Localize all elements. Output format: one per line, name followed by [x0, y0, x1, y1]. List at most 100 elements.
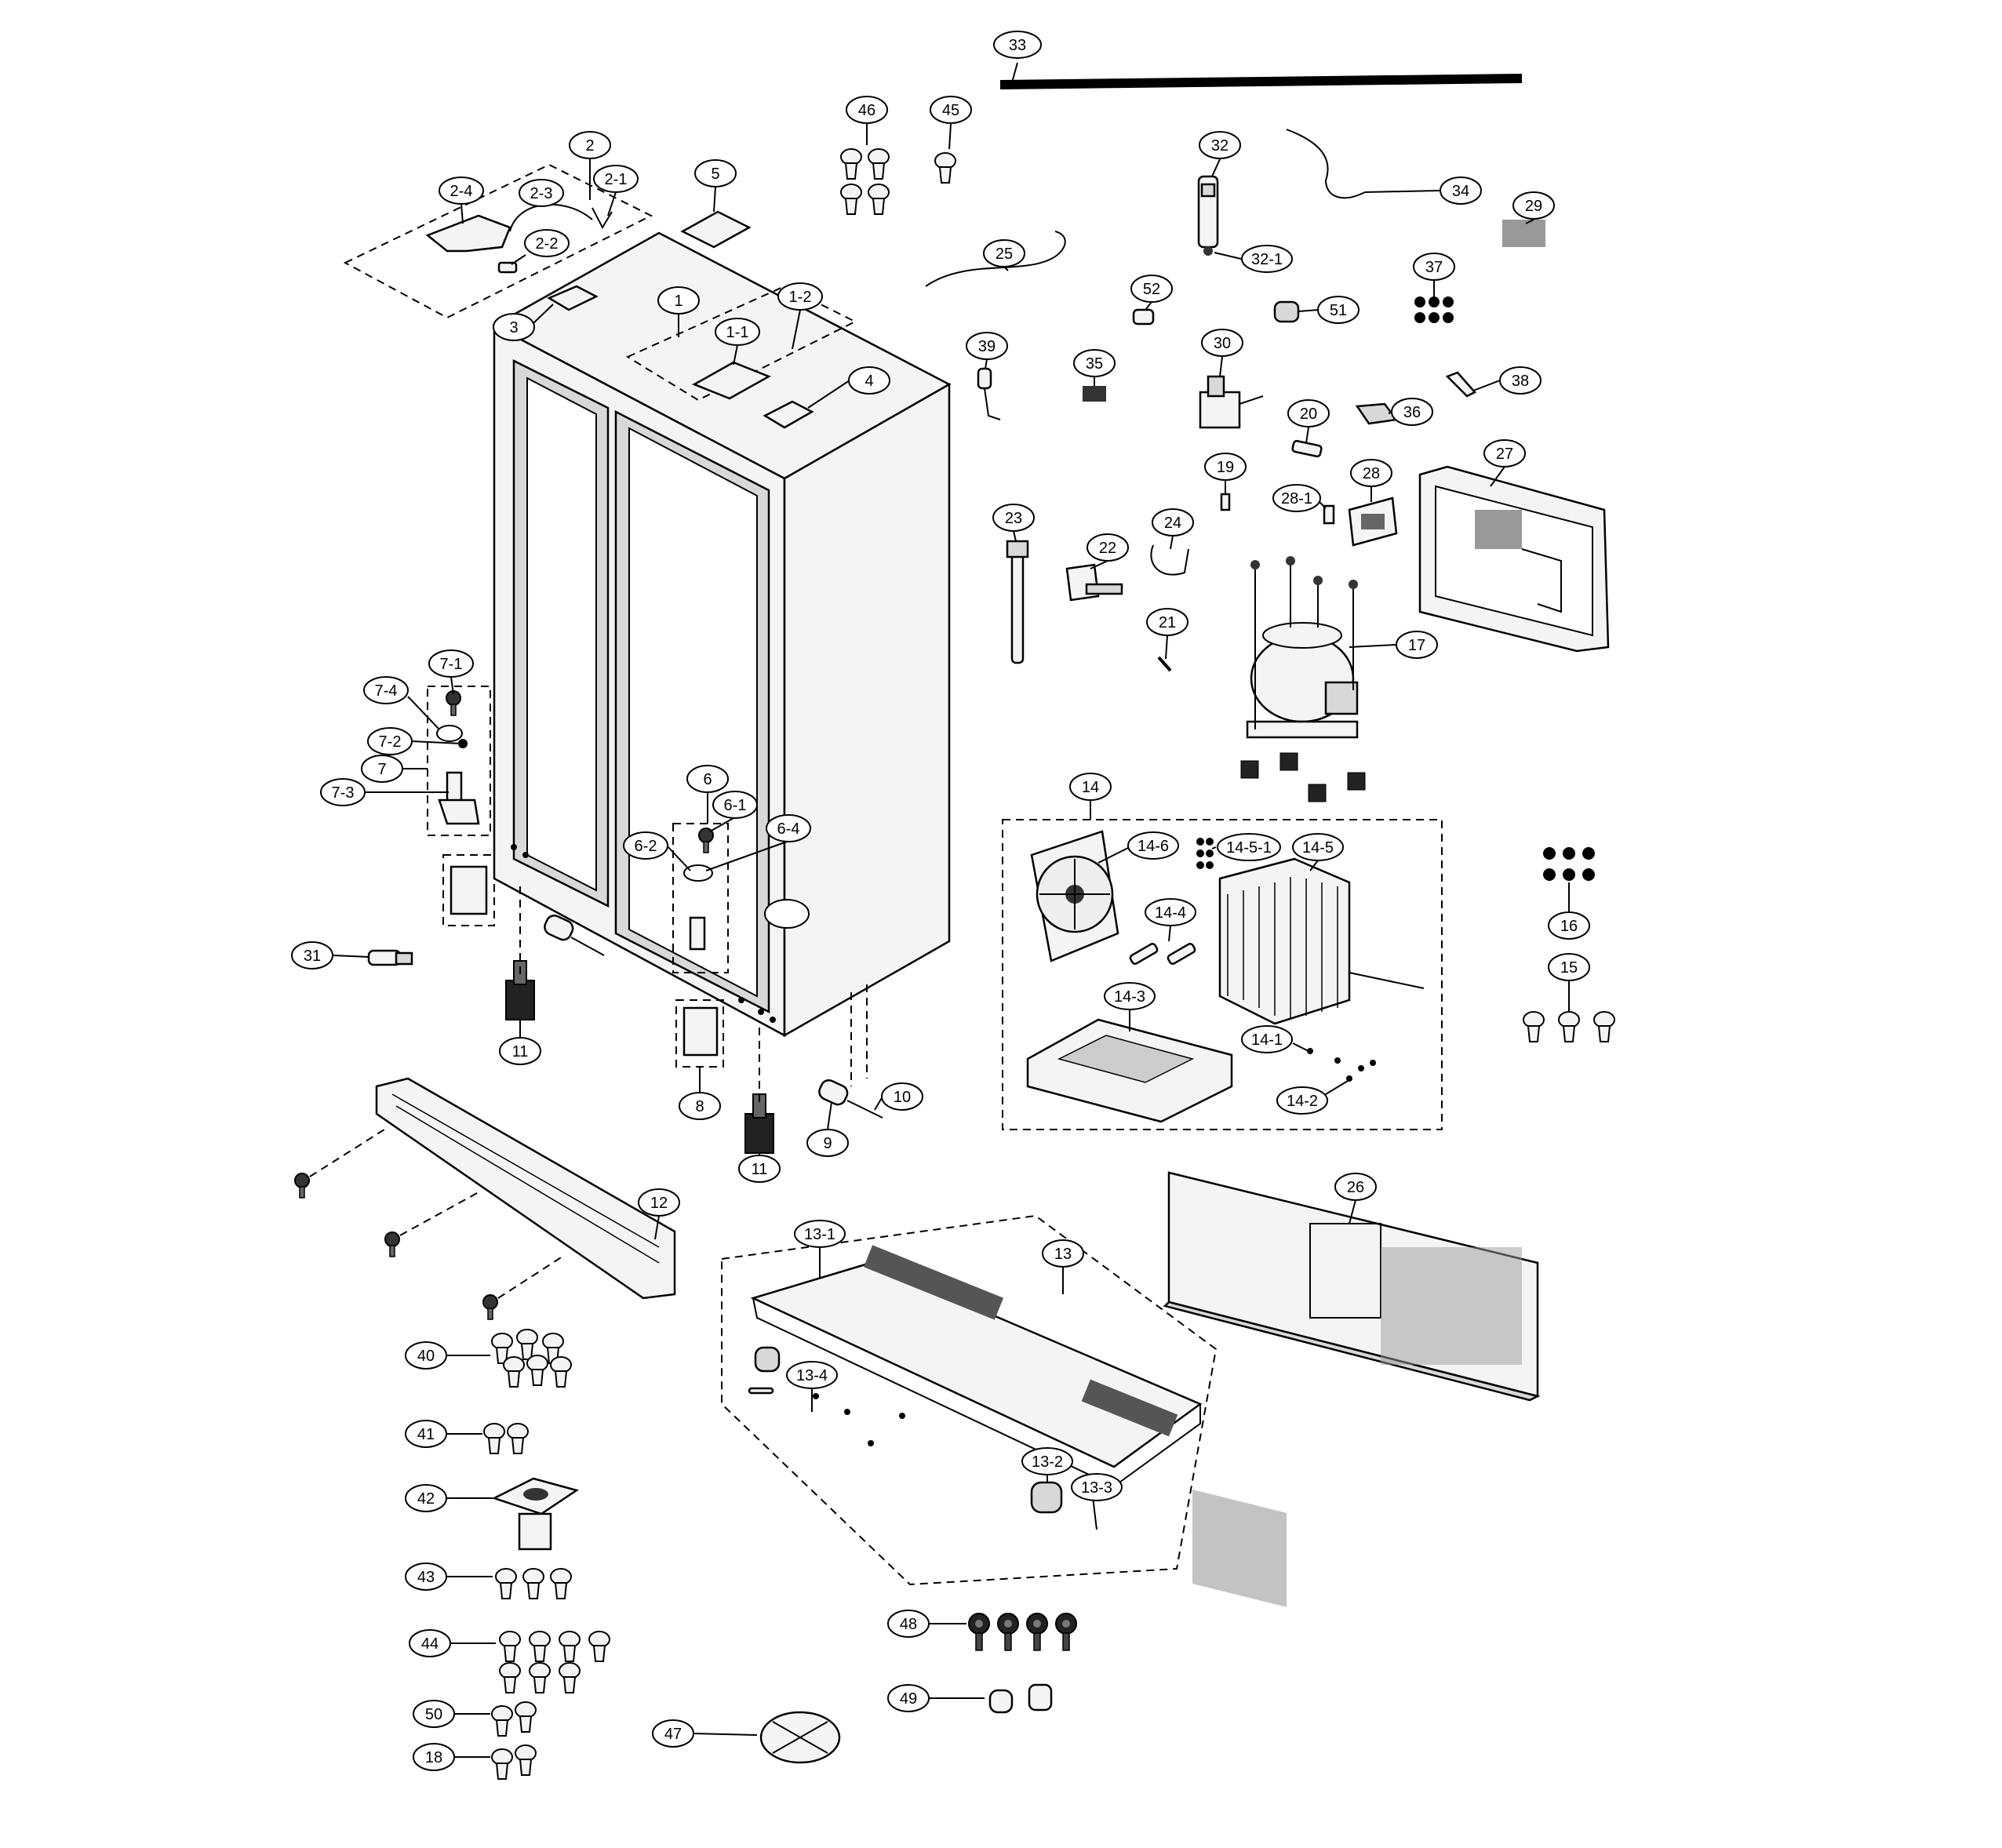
part-41-screws	[483, 1423, 529, 1454]
svg-text:14-2: 14-2	[1287, 1093, 1318, 1110]
svg-text:37: 37	[1425, 259, 1443, 276]
callout-32: 32	[1199, 131, 1241, 159]
callout-14-2: 14-2	[1276, 1086, 1328, 1115]
callout-2-4: 2-4	[439, 176, 484, 205]
callout-14-1: 14-1	[1241, 1025, 1293, 1053]
svg-text:42: 42	[417, 1490, 435, 1508]
callout-37: 37	[1413, 253, 1455, 281]
svg-text:13-2: 13-2	[1032, 1453, 1063, 1471]
part-14-5-evaporator	[1218, 857, 1425, 1025]
part-48-bolts	[968, 1613, 1077, 1651]
svg-text:2-3: 2-3	[530, 185, 553, 202]
part-50-screws	[491, 1701, 537, 1737]
part-2-3-wire	[509, 203, 593, 232]
part-1-1-cover	[692, 361, 771, 400]
svg-text:34: 34	[1452, 183, 1469, 200]
part-32-water-tank	[1197, 175, 1219, 256]
part-13-base-plate	[721, 1214, 1218, 1586]
svg-text:13-3: 13-3	[1081, 1479, 1112, 1497]
group-box-14	[1002, 819, 1443, 1130]
svg-text:33: 33	[1009, 37, 1026, 54]
svg-text:8: 8	[695, 1098, 704, 1115]
part-37-bolts	[1414, 296, 1454, 323]
svg-text:2-4: 2-4	[450, 183, 473, 200]
svg-text:18: 18	[425, 1749, 442, 1766]
callout-14-5-1: 14-5-1	[1217, 833, 1281, 861]
callout-15: 15	[1548, 953, 1590, 981]
svg-text:25: 25	[996, 246, 1013, 263]
svg-text:6-4: 6-4	[777, 820, 800, 838]
callout-17: 17	[1396, 631, 1438, 659]
svg-text:13-1: 13-1	[804, 1226, 835, 1243]
callout-27: 27	[1483, 439, 1526, 467]
svg-text:40: 40	[417, 1348, 435, 1365]
callout-14-4: 14-4	[1145, 898, 1196, 926]
svg-text:7-1: 7-1	[440, 656, 463, 673]
part-46-screws	[840, 148, 890, 215]
svg-text:51: 51	[1330, 302, 1347, 319]
part-21-pin	[1157, 656, 1172, 672]
svg-text:7-3: 7-3	[332, 784, 355, 802]
svg-text:17: 17	[1408, 637, 1425, 654]
part-36-bracket	[1355, 402, 1399, 425]
svg-text:43: 43	[417, 1569, 435, 1586]
svg-text:1-1: 1-1	[726, 324, 749, 341]
callout-3: 3	[493, 313, 535, 341]
part-14-4-fuse	[1129, 943, 1196, 965]
part-14-2-screws	[1334, 1057, 1376, 1082]
callout-1: 1	[657, 286, 700, 315]
svg-text:14-4: 14-4	[1155, 904, 1186, 922]
svg-text:29: 29	[1525, 198, 1542, 215]
svg-text:47: 47	[664, 1726, 682, 1743]
svg-text:2: 2	[585, 137, 594, 155]
svg-text:21: 21	[1159, 614, 1176, 631]
svg-text:27: 27	[1496, 446, 1513, 463]
part-40-screws	[491, 1329, 572, 1388]
part-9-roller-left	[544, 914, 605, 956]
callout-5: 5	[694, 159, 737, 187]
part-2-1-clip	[592, 207, 613, 230]
svg-text:11: 11	[512, 1043, 529, 1060]
callout-11-right: 11	[738, 1155, 781, 1183]
part-12-lower-cover	[294, 1077, 676, 1320]
svg-text:11: 11	[752, 1161, 768, 1178]
callout-13-1: 13-1	[794, 1220, 846, 1248]
part-14-5-1-screws	[1196, 838, 1214, 869]
callout-34: 34	[1440, 176, 1482, 205]
part-43-screws	[495, 1568, 572, 1599]
svg-text:23: 23	[1005, 510, 1022, 527]
callout-36: 36	[1391, 398, 1433, 426]
svg-text:16: 16	[1560, 918, 1578, 935]
svg-text:5: 5	[711, 166, 719, 183]
callout-39: 39	[966, 332, 1008, 360]
callout-19: 19	[1204, 453, 1247, 481]
callout-14-3: 14-3	[1104, 982, 1156, 1010]
part-14-1-screw	[1307, 1048, 1313, 1054]
svg-text:6-2: 6-2	[635, 838, 657, 855]
svg-text:12: 12	[650, 1195, 668, 1212]
callout-2: 2	[569, 131, 611, 159]
svg-text:39: 39	[978, 338, 996, 355]
part-51-knob	[1273, 300, 1300, 323]
callout-49: 49	[887, 1684, 930, 1712]
callout-2-2: 2-2	[524, 229, 570, 257]
callout-2-1: 2-1	[593, 165, 639, 193]
part-49-bushings	[988, 1683, 1053, 1714]
callout-25: 25	[983, 239, 1025, 267]
callout-13-2: 13-2	[1021, 1447, 1073, 1475]
svg-text:7: 7	[377, 761, 386, 778]
callout-7: 7	[361, 755, 403, 783]
svg-text:20: 20	[1300, 406, 1317, 423]
svg-text:2-1: 2-1	[605, 171, 628, 188]
part-26-rear-panel	[1163, 1171, 1541, 1607]
callout-14-5: 14-5	[1292, 833, 1344, 861]
part-34-wire	[1286, 129, 1366, 199]
svg-text:50: 50	[425, 1706, 442, 1723]
callout-29: 29	[1512, 191, 1555, 220]
svg-text:35: 35	[1086, 355, 1103, 373]
part-47-cap	[759, 1711, 841, 1764]
svg-text:28: 28	[1363, 465, 1380, 482]
part-24-clip	[1150, 544, 1189, 576]
callout-10: 10	[881, 1082, 923, 1111]
